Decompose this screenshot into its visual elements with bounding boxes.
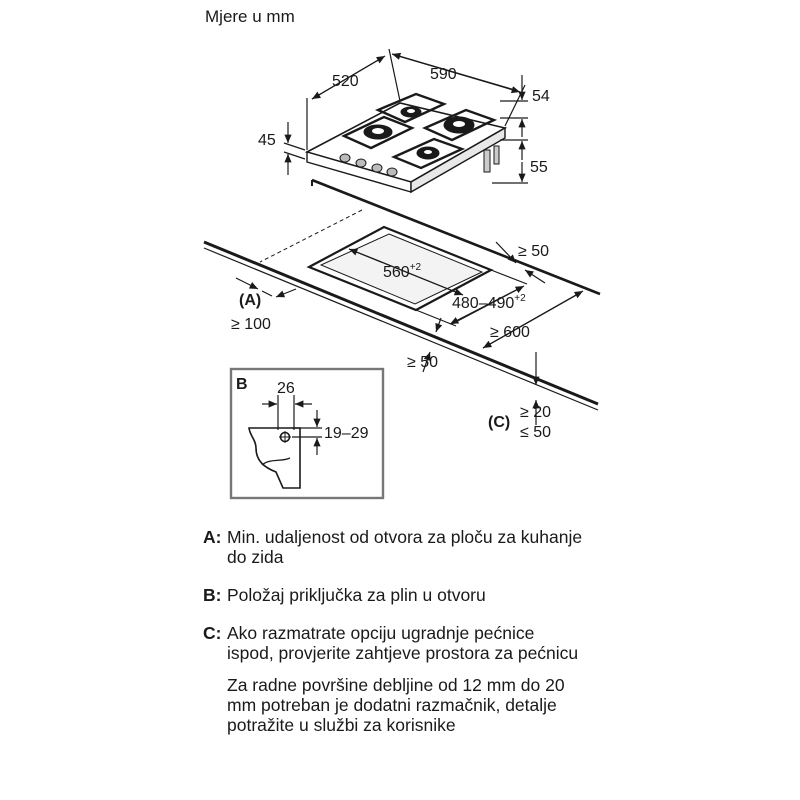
dim-560-label: 560+2 — [383, 262, 422, 281]
dim-rear-clearance-label: ≥ 50 — [518, 243, 549, 260]
dim-54 — [500, 75, 528, 137]
label-a: (A) — [239, 292, 261, 309]
dim-520 — [306, 48, 401, 150]
dim-45-label: 45 — [258, 132, 276, 149]
installation-diagram: Mjere u mm — [203, 7, 601, 500]
detail-b-box — [229, 367, 385, 500]
legend-item-c: C: Ako razmatrate opciju ugradnje pećnic… — [203, 623, 583, 663]
legend-item-b: B: Položaj priključka za plin u otvoru — [203, 585, 583, 605]
legend-key-b: B: — [203, 585, 222, 605]
dim-c-min-label: ≥ 20 — [520, 404, 551, 421]
legend-text-b: Položaj priključka za plin u otvoru — [227, 585, 486, 605]
dim-560 — [348, 248, 464, 296]
dim-480-490 — [415, 269, 528, 327]
dim-front-clearance — [422, 317, 443, 373]
dim-side-clearance-label: ≥ 600 — [490, 324, 530, 341]
dim-590-label: 590 — [430, 66, 457, 83]
legend-key-a: A: — [203, 527, 222, 547]
worktop — [203, 178, 601, 411]
legend-text-a: Min. udaljenost od otvora za ploču za ku… — [227, 527, 583, 567]
legend-text-c: Ako razmatrate opciju ugradnje pećnice i… — [227, 623, 579, 663]
dim-rear-clearance — [495, 241, 546, 284]
label-c: (C) — [488, 414, 510, 431]
dim-26-label: 26 — [277, 380, 295, 397]
page-title: Mjere u mm — [205, 7, 295, 26]
dim-front-clearance-label: ≥ 50 — [407, 354, 438, 371]
legend-text-c-extra: Za radne površine debljine od 12 mm do 2… — [227, 675, 565, 735]
legend-key-c: C: — [203, 623, 222, 643]
dim-wall-clearance-label: ≥ 100 — [231, 316, 271, 333]
dim-54-label: 54 — [532, 88, 550, 105]
legend-item-a: A: Min. udaljenost od otvora za ploču za… — [203, 527, 583, 567]
dim-480-490-label: 480–490+2 — [452, 293, 526, 312]
dim-wall-clearance — [235, 277, 297, 298]
dim-55-label: 55 — [530, 159, 548, 176]
dim-c-max-label: ≤ 50 — [520, 424, 551, 441]
dim-55 — [492, 139, 528, 184]
label-b: B — [236, 376, 248, 393]
dim-side-clearance — [482, 290, 584, 349]
dim-19-29-label: 19–29 — [324, 425, 369, 442]
hob-illustration — [304, 92, 508, 194]
dim-45 — [283, 122, 306, 175]
legend: A: Min. udaljenost od otvora za ploču za… — [203, 527, 583, 735]
dim-520-label: 520 — [332, 73, 359, 90]
